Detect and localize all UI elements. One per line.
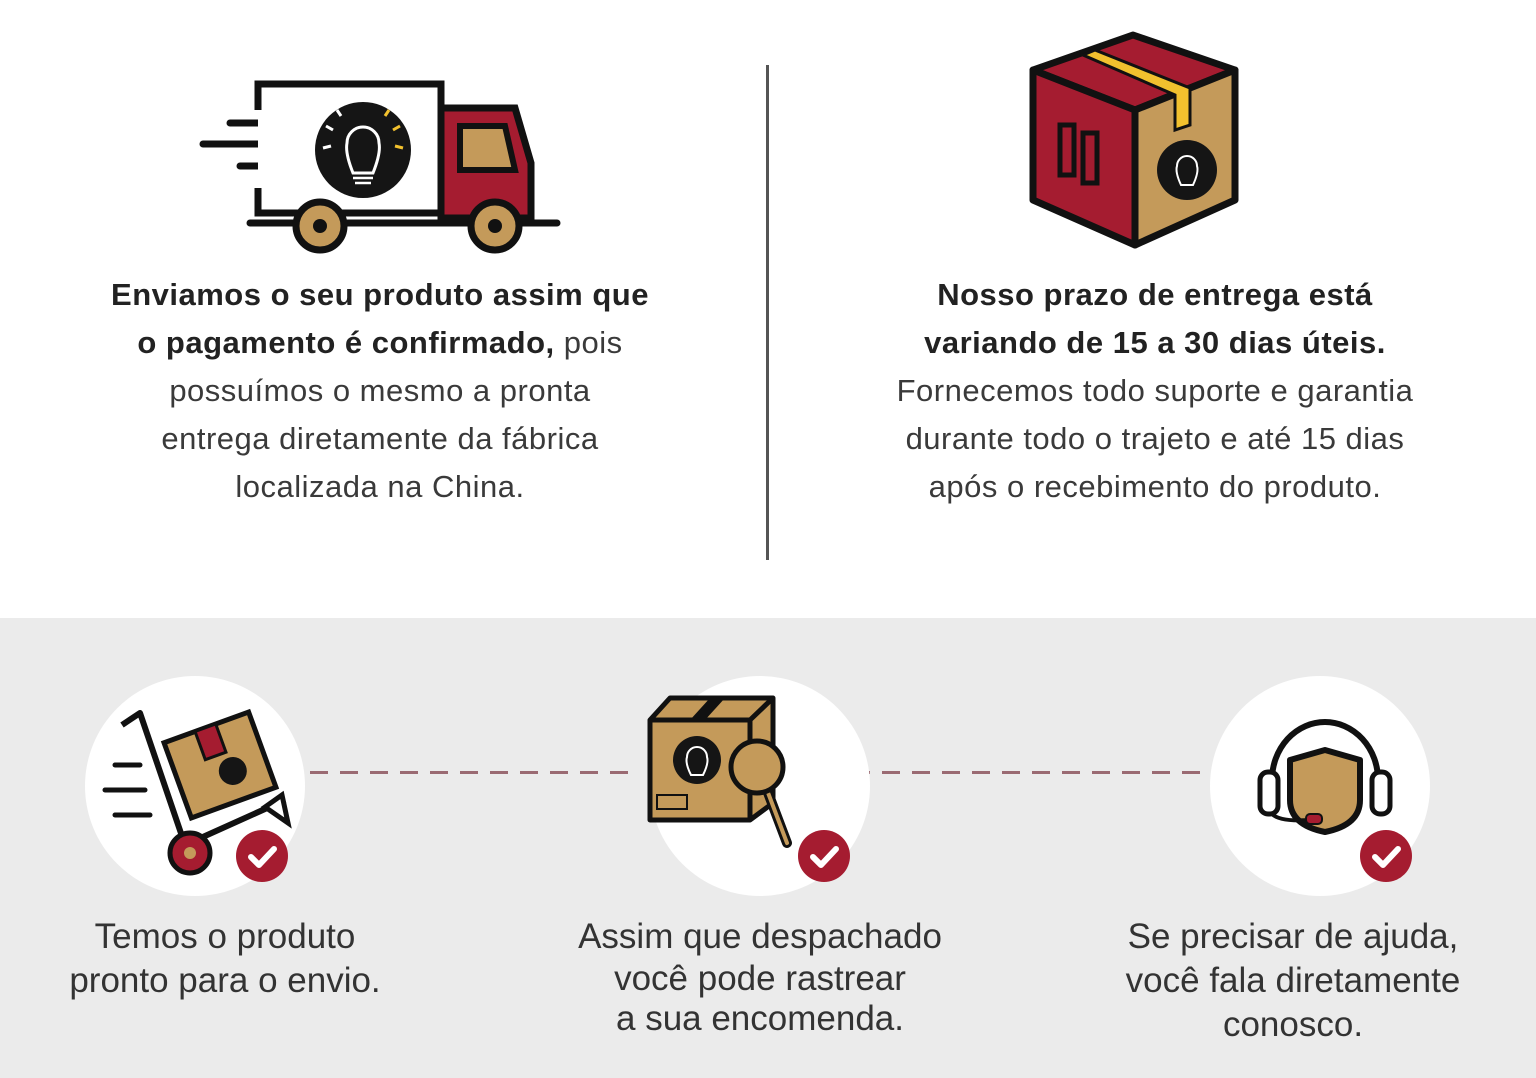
shipping-line-4: entrega diretamente da fábrica	[161, 421, 599, 456]
shipping-line-5: localizada na China.	[235, 469, 525, 504]
caption-line: você fala diretamente	[1125, 961, 1461, 1000]
caption-line: Assim que despachado	[578, 917, 942, 956]
shipping-line-3: possuímos o mesmo a pronta	[169, 373, 591, 408]
vertical-divider	[766, 65, 769, 560]
shipping-info-text: Enviamos o seu produto assim que o pagam…	[40, 271, 720, 511]
delivery-line-3: Fornecemos todo suporte e garantia	[896, 373, 1414, 408]
step-3-caption: Se precisar de ajuda, você fala diretame…	[1063, 915, 1523, 1047]
delivery-bold-line-1: Nosso prazo de entrega está	[937, 277, 1373, 312]
delivery-line-5: após o recebimento do produto.	[928, 469, 1382, 504]
support-agent-icon	[1257, 719, 1393, 835]
hand-truck-box-icon	[102, 708, 292, 876]
caption-line: você pode rastrear	[614, 959, 906, 998]
dashed-connector	[280, 771, 640, 774]
step-1-caption: Temos o produto pronto para o envio.	[0, 915, 455, 1003]
caption-line: pronto para o envio.	[69, 961, 381, 1000]
shipping-bold-line-2: o pagamento é confirmado,	[137, 325, 555, 360]
check-badge-icon	[1360, 830, 1412, 882]
shipping-line-2-rest: pois	[554, 325, 623, 360]
caption-line: conosco.	[1222, 1005, 1364, 1044]
caption-line: a sua encomenda.	[616, 999, 904, 1038]
shipping-bold-line-1: Enviamos o seu produto assim que	[111, 277, 649, 312]
dashed-connector	[822, 771, 1242, 774]
check-badge-icon	[798, 830, 850, 882]
delivery-truck-icon	[199, 80, 561, 254]
step-2-caption: Assim que despachado você pode rastrear …	[530, 915, 990, 1039]
delivery-bold-line-2: variando de 15 a 30 dias úteis.	[924, 325, 1386, 360]
delivery-line-4: durante todo o trajeto e até 15 dias	[905, 421, 1405, 456]
delivery-info-text: Nosso prazo de entrega está variando de …	[805, 271, 1505, 511]
lightbulb-logo-icon	[1157, 140, 1217, 200]
check-badge-icon	[236, 830, 288, 882]
box-magnifier-icon	[647, 695, 792, 848]
lightbulb-logo-icon	[315, 102, 411, 198]
caption-line: Temos o produto	[94, 917, 356, 956]
package-box-icon	[1029, 31, 1239, 249]
caption-line: Se precisar de ajuda,	[1127, 917, 1459, 956]
